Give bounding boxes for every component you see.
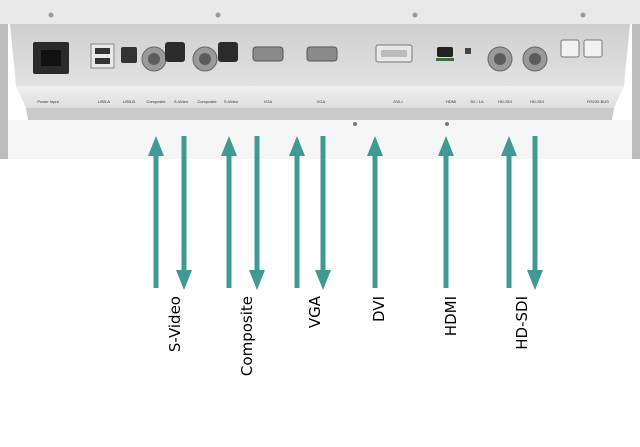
- arrow-up-icon: [289, 136, 305, 288]
- screw-icon: [215, 12, 221, 18]
- arrow-down-icon: [315, 136, 331, 290]
- port-label: USB-A: [98, 99, 111, 104]
- signal-label-s-video: S-Video: [166, 296, 184, 352]
- port-label: USB-B: [123, 99, 136, 104]
- signal-label-hd-sdi: HD-SDI: [513, 296, 531, 350]
- arrow-up-icon: [148, 136, 164, 288]
- hdmi-connector: [437, 47, 453, 57]
- vga-connector: [252, 46, 284, 62]
- screw-icon: [580, 12, 586, 18]
- port-label: HD-SDI: [498, 99, 512, 104]
- arrow-up-icon: [438, 136, 454, 288]
- dc-out-connector: [465, 48, 471, 54]
- port-label: VGA: [264, 99, 273, 104]
- screw-icon: [412, 12, 418, 18]
- usb-b-connector: [121, 47, 137, 63]
- port-label: HD-SDI: [530, 99, 544, 104]
- port-label: S-Video: [174, 99, 189, 104]
- arrow-up-icon: [367, 136, 383, 288]
- signal-label-dvi: DVI: [370, 296, 388, 322]
- screw-icon: [353, 122, 357, 126]
- arrow-up-icon: [221, 136, 237, 288]
- arrow-down-icon: [249, 136, 265, 290]
- vga-connector: [306, 46, 338, 62]
- port-label: 5V / 1A: [470, 99, 483, 104]
- label-strip: [16, 86, 624, 108]
- signal-label-vga: VGA: [306, 295, 324, 328]
- port-label: Composite: [197, 99, 217, 104]
- arrow-down-icon: [527, 136, 543, 290]
- rs232-connector: [583, 39, 603, 58]
- device-rear-panel: Power Input USB-A USB-B Composite S-Vide…: [0, 0, 640, 159]
- signal-labels: S-Video Composite VGA DVI HDMI HD-SDI: [166, 295, 531, 376]
- usb-a-connector: [90, 43, 115, 69]
- port-label: HDMI: [446, 99, 456, 104]
- arrow-down-icon: [176, 136, 192, 290]
- port-label: S-Video: [224, 99, 239, 104]
- rs232-connector: [560, 39, 580, 58]
- arrow-up-icon: [501, 136, 517, 288]
- port-label: RS232-BUS: [587, 99, 609, 104]
- signal-label-composite: Composite: [238, 296, 256, 376]
- port-label-row: Power Input USB-A USB-B Composite S-Vide…: [37, 99, 609, 104]
- panel-top-edge: [0, 0, 640, 24]
- screw-icon: [445, 122, 449, 126]
- port-label: VGA: [317, 99, 326, 104]
- port-label: Composite: [146, 99, 166, 104]
- port-label: Power Input: [37, 99, 59, 104]
- s-video-connector: [218, 42, 238, 62]
- port-label: DVI-I: [393, 99, 402, 104]
- signal-label-hdmi: HDMI: [442, 296, 460, 336]
- screw-icon: [48, 12, 54, 18]
- signal-arrows: [148, 136, 543, 290]
- s-video-connector: [165, 42, 185, 62]
